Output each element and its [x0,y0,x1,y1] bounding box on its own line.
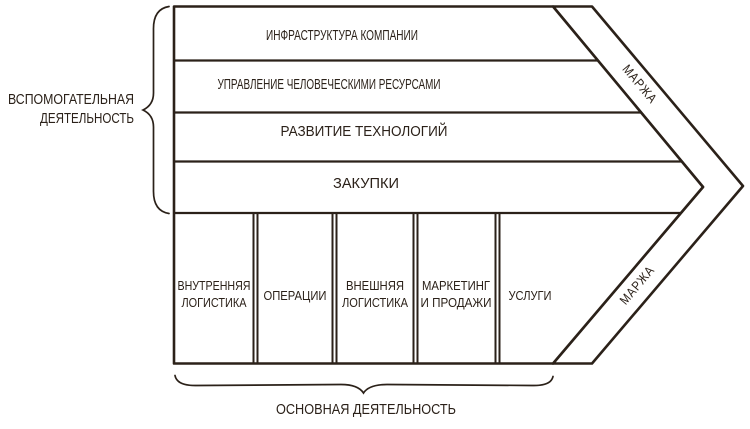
primary-activity-services: УСЛУГИ [509,289,552,303]
primary-activity-operations: ОПЕРАЦИИ [264,289,327,303]
primary-activity-marketing-sales-line1: МАРКЕТИНГ [422,279,490,293]
support-activities-brace [141,5,170,215]
support-activities-group-label-line2: ДЕЯТЕЛЬНОСТЬ [40,111,134,127]
support-activity-company-infrastructure: ИНФРАСТРУКТУРА КОМПАНИИ [266,28,418,44]
support-activity-technology-development: РАЗВИТИЕ ТЕХНОЛОГИЙ [281,122,448,140]
primary-activity-inbound-logistics-line2: ЛОГИСТИКА [182,296,248,310]
primary-activities-brace [174,374,554,395]
value-chain-body-outline [172,5,705,365]
primary-activity-inbound-logistics-line1: ВНУТРЕННЯЯ [178,279,251,293]
primary-activity-outbound-logistics-line1: ВНЕШНЯЯ [346,279,404,293]
support-activity-procurement: ЗАКУПКИ [333,176,399,192]
primary-activity-outbound-logistics-line2: ЛОГИСТИКА [342,296,409,310]
primary-activities-group-label: ОСНОВНАЯ ДЕЯТЕЛЬНОСТЬ [276,401,456,418]
support-activities-group-label-line1: ВСПОМОГАТЕЛЬНАЯ [8,92,134,108]
primary-activity-marketing-sales-line2: И ПРОДАЖИ [421,296,492,310]
support-activity-hr-management: УПРАВЛЕНИЕ ЧЕЛОВЕЧЕСКИМИ РЕСУРСАМИ [218,77,441,93]
